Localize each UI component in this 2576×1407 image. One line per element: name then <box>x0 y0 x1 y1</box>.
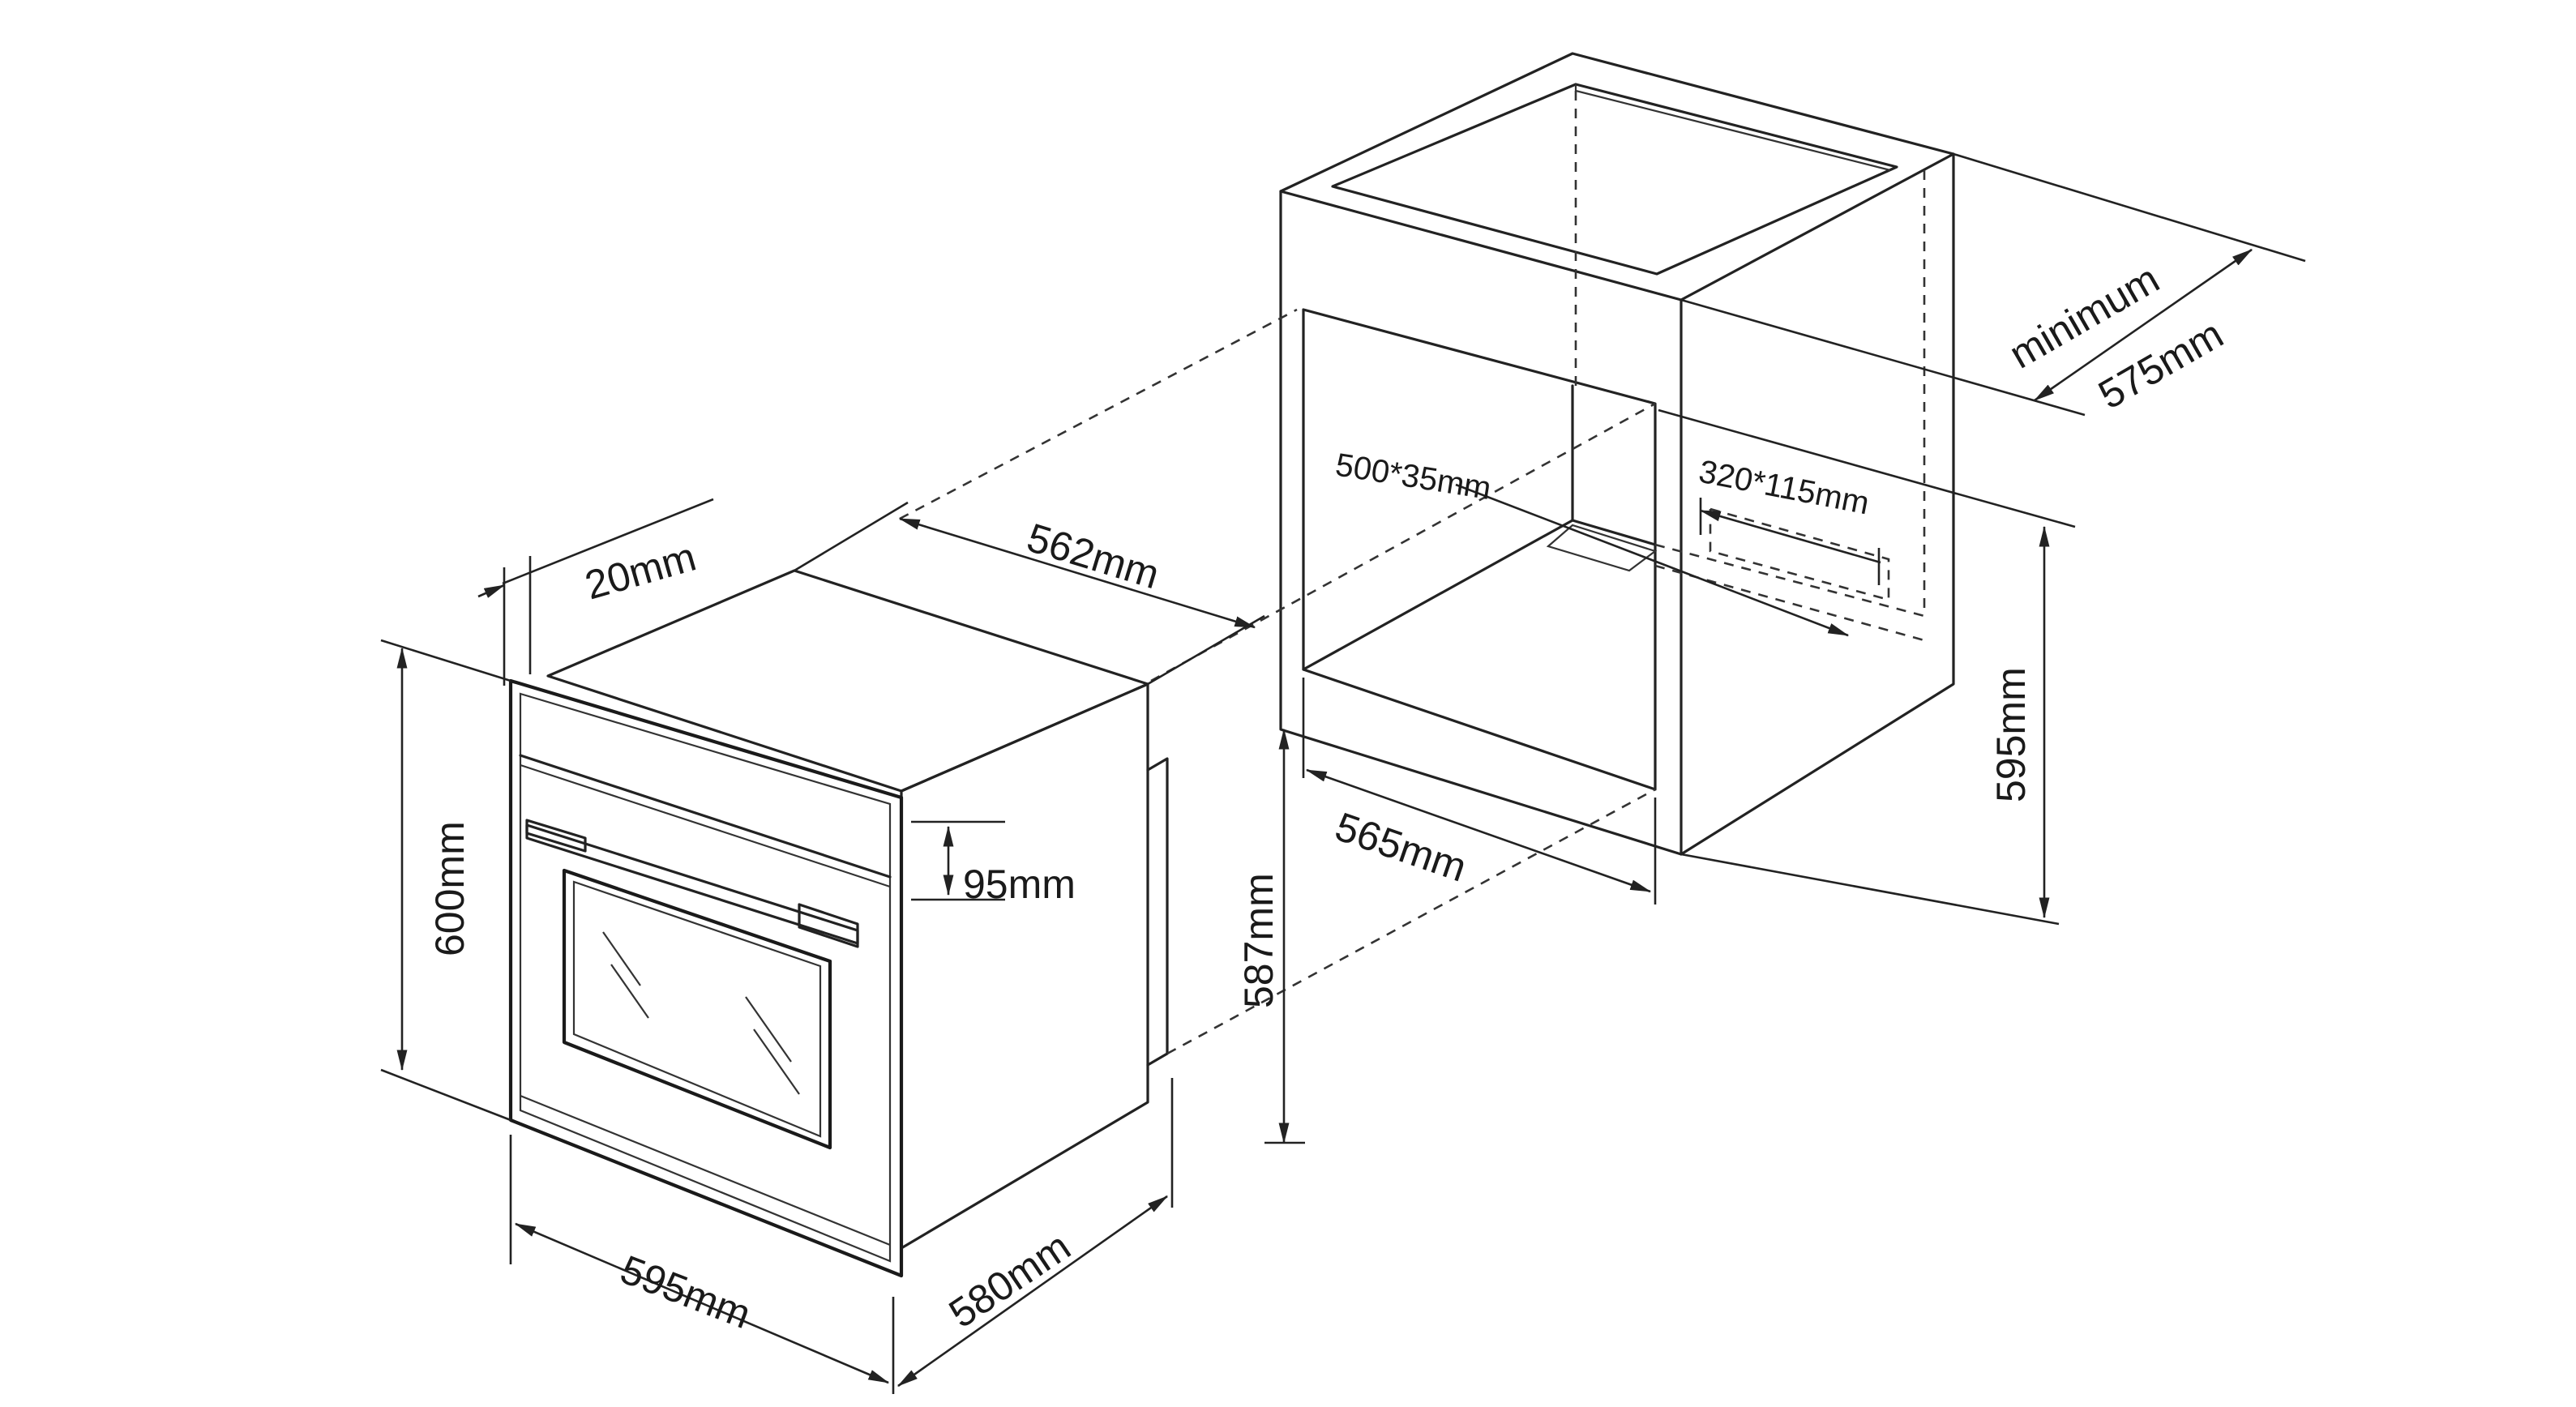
cavity-floor-edge <box>1302 519 1657 671</box>
projection-line <box>1150 402 1656 682</box>
cabinet-side <box>1680 152 1955 856</box>
vent-front-leader <box>1455 483 1850 637</box>
dim-95mm-label: 95mm <box>963 862 1076 907</box>
hidden-edge <box>1654 564 1925 642</box>
dim-565mm-label: 565mm <box>1329 803 1472 890</box>
dim-562-line <box>898 517 1256 629</box>
oven-side-face <box>900 682 1149 1250</box>
door-window <box>562 868 832 1150</box>
dim-20-arrow <box>477 584 506 598</box>
bottom-trim <box>520 1094 891 1247</box>
dim-595mm-label: 595mm <box>614 1247 757 1337</box>
dim-600mm-label: 600mm <box>427 821 473 956</box>
dim-562mm-label: 562mm <box>1022 515 1165 597</box>
glare-line <box>753 1029 800 1095</box>
dim-580mm-label: 580mm <box>941 1223 1079 1336</box>
projection-line <box>899 308 1298 520</box>
cabinet-top-opening <box>1331 83 1898 276</box>
dim-20-ext <box>502 498 714 585</box>
oven-back-tab <box>1146 757 1169 1067</box>
dim-595c-ext <box>1680 853 2060 926</box>
door-window-inner <box>572 880 822 1138</box>
dim-575mm-label: 575mm <box>2091 311 2231 418</box>
dim-595mm-cabinet-label: 595mm <box>1988 667 2034 802</box>
oven-top-face <box>546 569 1149 793</box>
cabinet-front <box>1279 190 1683 856</box>
vent-back-label: 320*115mm <box>1696 454 1872 522</box>
cabinet-cutout <box>1302 308 1657 791</box>
dim-562-ext <box>1147 614 1265 686</box>
dim-565-line <box>1305 768 1652 893</box>
glare-line <box>602 931 641 986</box>
cabinet-dimensions: 587mm 565mm 595mm minimum 575mm 500*35mm… <box>1236 152 2306 1144</box>
door-handle <box>525 823 859 945</box>
glare-line <box>745 996 792 1063</box>
dim-595-line <box>514 1222 890 1384</box>
hidden-edge <box>1654 543 1925 618</box>
dim-575-ext <box>1953 152 2306 263</box>
vent-front <box>1546 524 1658 572</box>
vent-front-label: 500*35mm <box>1333 447 1494 507</box>
dim-600-ext <box>380 639 511 682</box>
dim-587mm-label: 587mm <box>1236 873 1282 1008</box>
dim-575-ext <box>1680 298 2086 417</box>
vent-back-leader <box>1699 509 1881 564</box>
projection-lines <box>899 308 1656 1055</box>
glare-line <box>610 964 649 1019</box>
control-panel-line <box>519 754 892 879</box>
control-panel-line-2 <box>520 763 891 888</box>
projection-line <box>1166 788 1656 1055</box>
handle-bracket-right <box>798 903 859 948</box>
dim-600-ext <box>380 1068 511 1122</box>
dim-562-ext <box>794 501 909 572</box>
oven-front-inner <box>519 692 892 1263</box>
dim-595c-ext <box>1658 408 2076 528</box>
dim-580-line <box>896 1195 1169 1388</box>
oven <box>508 569 1169 1278</box>
dim-575-line <box>2033 248 2253 402</box>
vent-back <box>1709 507 1890 601</box>
oven-dimensions: 20mm 600mm 595mm 580mm 95mm 562mm <box>380 498 1265 1394</box>
